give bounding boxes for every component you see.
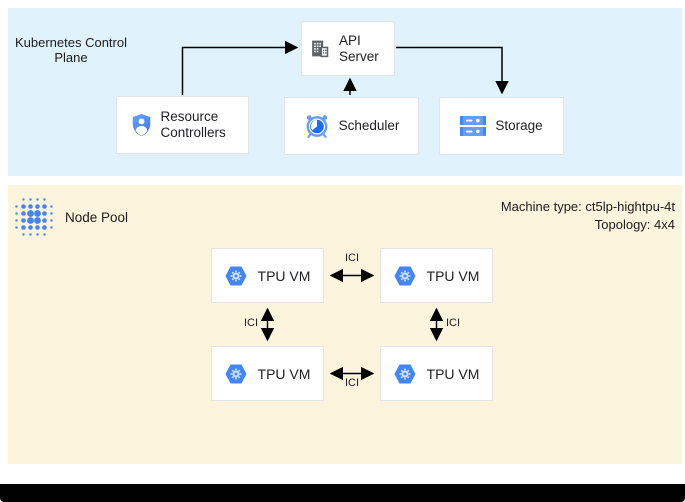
topology-label: Topology: 4x4	[594, 216, 675, 232]
api-server-box: API Server	[301, 21, 395, 76]
scheduler-label: Scheduler	[338, 118, 400, 133]
node-pool-panel	[8, 185, 682, 464]
tpu-vm-box: TPU VM	[380, 248, 493, 303]
resource-controllers-label: Resource Controllers	[160, 109, 226, 140]
node-pool-title: Node Pool	[65, 210, 129, 225]
dot-grid-icon	[15, 198, 53, 236]
ici-link-label: ICI	[344, 252, 360, 264]
tpu-vm-box: TPU VM	[380, 346, 493, 401]
tpu-hexagon-icon	[394, 364, 416, 383]
disk-array-icon	[460, 115, 487, 136]
building-icon	[312, 40, 329, 58]
machine-type-label: Machine type: ct5lp-hightpu-4t	[500, 199, 675, 214]
ici-link-label: ICI	[445, 317, 461, 329]
scheduler-box: Scheduler	[284, 97, 419, 155]
tpu-vm-label: TPU VM	[426, 267, 480, 284]
control-plane-title: Kubernetes Control Plane	[14, 35, 127, 65]
tpu-vm-label: TPU VM	[426, 365, 480, 382]
tpu-hexagon-icon	[225, 266, 247, 285]
ici-link-label: ICI	[243, 317, 259, 329]
tpu-hexagon-icon	[394, 266, 416, 285]
bottom-bar	[0, 484, 685, 502]
storage-label: Storage	[495, 118, 543, 133]
machine-info: Machine type: ct5lp-hightpu-4t Topology:…	[501, 198, 675, 233]
tpu-vm-label: TPU VM	[257, 365, 311, 382]
api-server-label: API Server	[339, 32, 379, 64]
ici-link-label: ICI	[344, 377, 360, 389]
tpu-vm-box: TPU VM	[211, 346, 324, 401]
shield-user-icon	[132, 113, 150, 137]
tpu-vm-box: TPU VM	[211, 248, 324, 303]
tpu-hexagon-icon	[225, 364, 247, 383]
resource-controllers-box: Resource Controllers	[116, 96, 249, 154]
tpu-vm-label: TPU VM	[257, 267, 311, 284]
alarm-clock-icon	[306, 115, 327, 138]
storage-box: Storage	[439, 97, 564, 155]
